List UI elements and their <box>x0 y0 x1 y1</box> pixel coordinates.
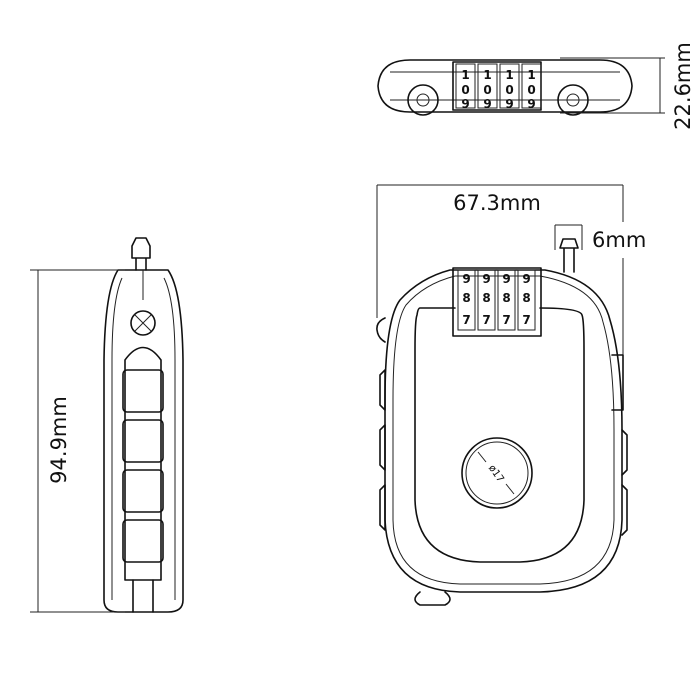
button-diameter-label: ø17 <box>486 463 506 485</box>
front-view: 9 9 9 9 8 8 8 8 7 7 7 7 ø17 <box>376 267 628 606</box>
shackle-dimension: 6mm <box>554 224 646 273</box>
dial-digit: 8 <box>522 291 530 305</box>
dial-digit: 0 <box>483 83 491 97</box>
dial-digit: 8 <box>482 291 490 305</box>
dial-digit: 0 <box>461 83 469 97</box>
dial-digit: 1 <box>483 68 491 82</box>
dial-digit: 8 <box>462 291 470 305</box>
side-view <box>103 237 184 613</box>
dial-digit: 9 <box>482 272 490 286</box>
dial-digit: 0 <box>505 83 513 97</box>
dial-digit: 7 <box>522 313 530 327</box>
depth-dimension: 22.6mm <box>560 42 695 130</box>
dial-digit: 9 <box>462 272 470 286</box>
width-label: 67.3mm <box>453 191 541 215</box>
depth-label: 22.6mm <box>671 42 695 130</box>
width-dimension: 67.3mm <box>376 184 624 372</box>
shackle-label: 6mm <box>592 228 646 252</box>
top-view: 1 1 1 1 0 0 0 0 9 9 9 9 <box>377 59 633 116</box>
dial-digit: 7 <box>502 313 510 327</box>
dial-digit: 9 <box>483 97 491 111</box>
release-button: ø17 <box>461 437 533 509</box>
dial-digit: 8 <box>502 291 510 305</box>
dial-digit: 9 <box>502 272 510 286</box>
height-dimension: 94.9mm <box>30 269 125 613</box>
dial-digit: 7 <box>482 313 490 327</box>
dial-digit: 1 <box>461 68 469 82</box>
height-label: 94.9mm <box>47 396 71 484</box>
dial-digit: 0 <box>527 83 535 97</box>
dial-digit: 1 <box>505 68 513 82</box>
dial-digit: 9 <box>522 272 530 286</box>
dial-digit: 9 <box>527 97 535 111</box>
dial-digit: 7 <box>462 313 470 327</box>
dial-digit: 1 <box>527 68 535 82</box>
dial-digit: 9 <box>461 97 469 111</box>
dial-digit: 9 <box>505 97 513 111</box>
